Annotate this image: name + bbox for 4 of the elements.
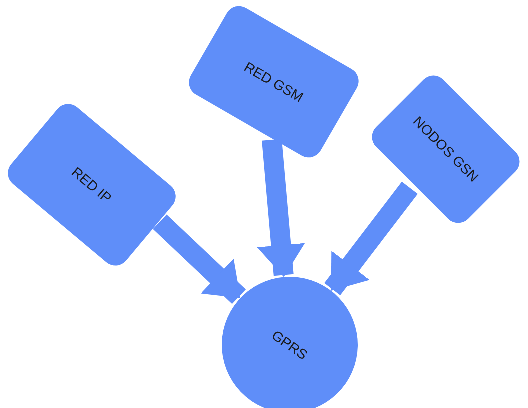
block-arrow bbox=[324, 182, 418, 296]
block-arrow bbox=[153, 214, 246, 304]
node-label: RED GSM bbox=[240, 57, 308, 107]
block-arrow bbox=[257, 139, 306, 278]
